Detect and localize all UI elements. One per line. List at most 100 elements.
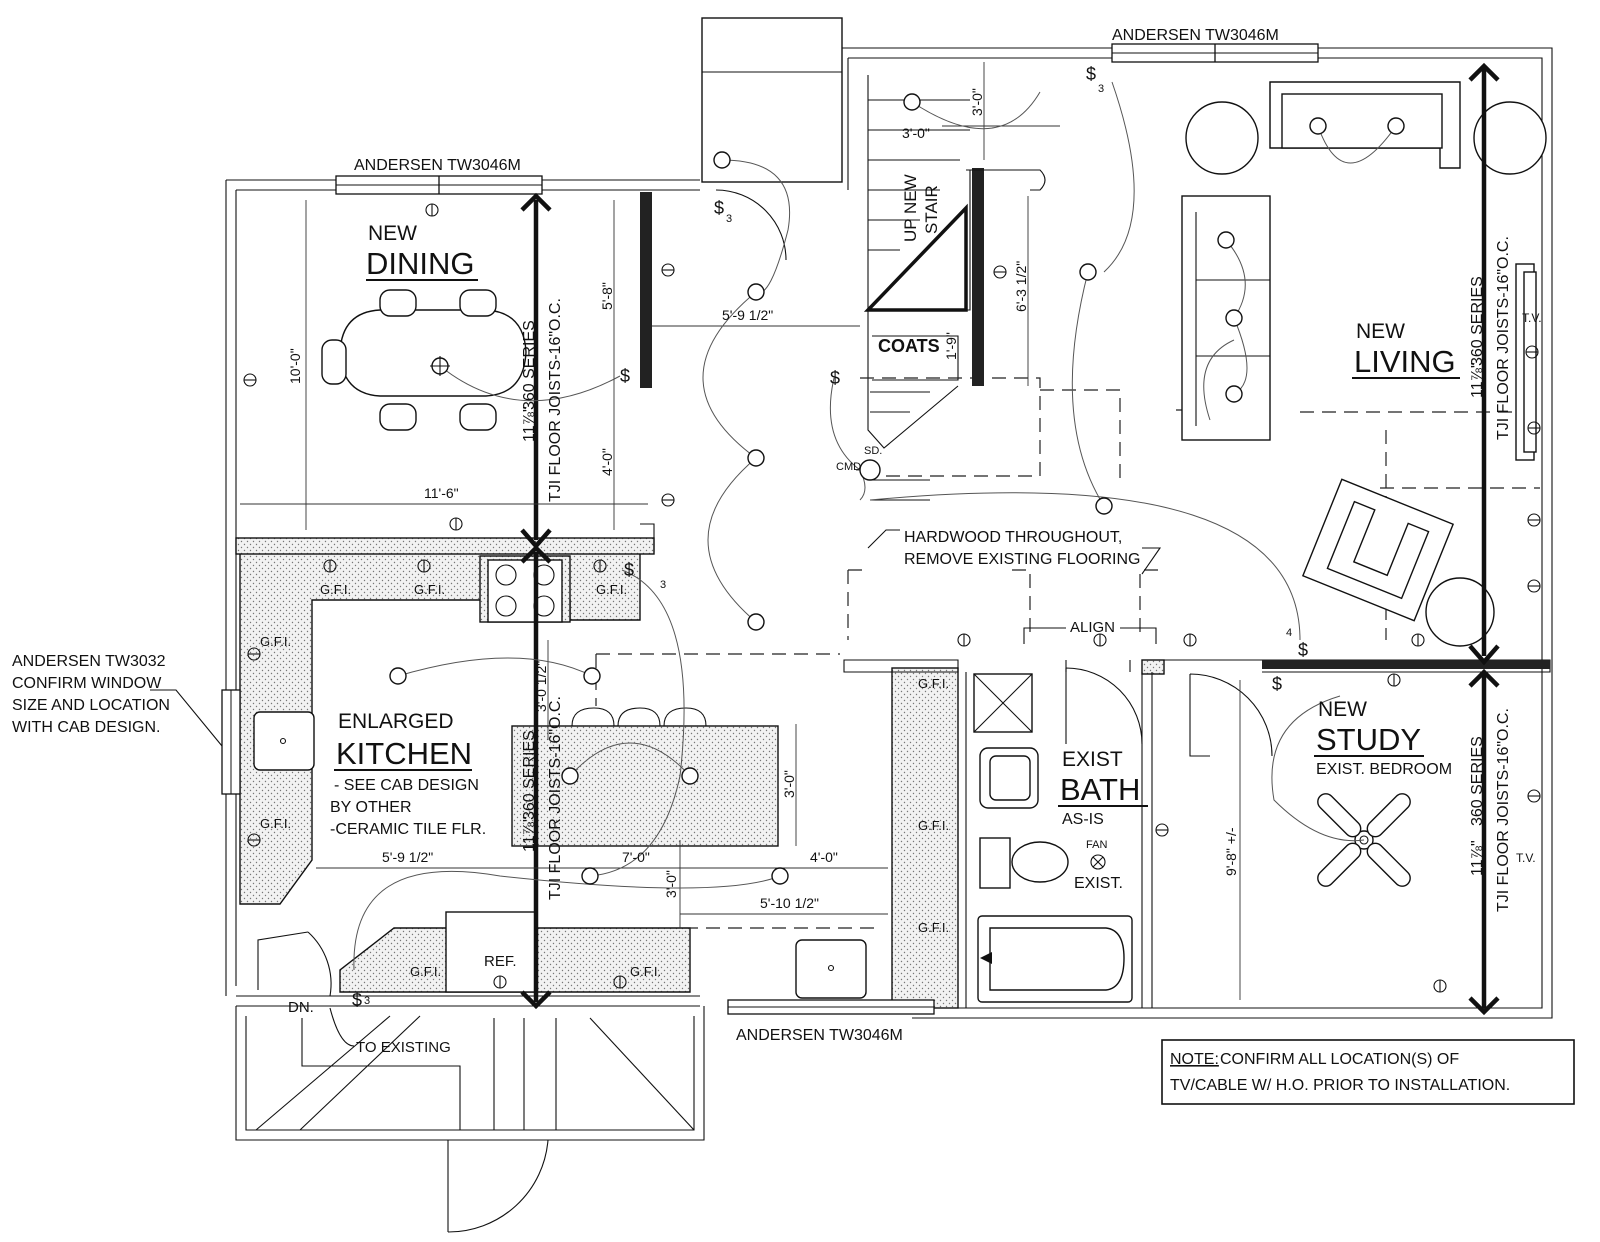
installation-note: NOTE: CONFIRM ALL LOCATION(S) OF TV/CABL… [1161, 1039, 1575, 1105]
cmd-label: CMD [836, 461, 861, 473]
ref-label: REF. [484, 953, 517, 970]
stair-label-line2: STAIR [922, 185, 941, 234]
to-existing-label: TO EXISTING [356, 1039, 451, 1056]
joist-study-spec: TJI FLOOR JOISTS-16"O.C. [1495, 708, 1512, 912]
switch-symbol-7: $ [1272, 674, 1282, 694]
joist-study-series: 360 SERIES [1469, 736, 1486, 826]
dim-3-0-island: 3'-0" [781, 770, 797, 798]
switch-symbol-4: $ [830, 368, 840, 388]
note-head: NOTE: [1170, 1051, 1219, 1068]
window-label-kitchen-south: ANDERSEN TW3046M [736, 1027, 903, 1044]
window-label-dining: ANDERSEN TW3046M [354, 157, 521, 174]
switch-symbol-2: $ [1086, 64, 1096, 84]
dim-3-0-kitchen-v: 3'-0" [663, 870, 679, 898]
dim-5-8: 5'-8" [599, 282, 615, 310]
joist-living-size: 11⅞" [1469, 362, 1486, 398]
gfi-label-6: G.F.I. [410, 964, 441, 979]
align-label: ALIGN [1070, 619, 1115, 636]
electrical-symbols [243, 93, 1541, 993]
gfi-label-7: G.F.I. [630, 964, 661, 979]
dining-label-line1: NEW [368, 222, 417, 245]
dining-label-line2: DINING [366, 246, 475, 281]
sd-label: SD. [864, 445, 882, 457]
study-label-line2: STUDY [1316, 722, 1421, 757]
joist-kitchen-series: 360 SERIES [521, 730, 538, 820]
dim-3-0-half-kitchen: 3'-0 1/2" [533, 661, 549, 712]
gfi-label-1: G.F.I. [320, 582, 351, 597]
switch-subscript-1: 3 [726, 213, 732, 225]
window-label-kitchen-west-4: WITH CAB DESIGN. [12, 719, 160, 736]
bath-fan-label: FAN [1086, 839, 1107, 851]
gfi-label-2: G.F.I. [414, 582, 445, 597]
dim-dining-width: 11'-6" [424, 485, 459, 501]
bath-fan-note: EXIST. [1074, 875, 1123, 892]
switch-subscript-2: 3 [1098, 83, 1104, 95]
window-label-kitchen-west-2: CONFIRM WINDOW [12, 675, 162, 692]
switch-symbol-3: $ [620, 366, 630, 386]
coats-label: COATS [878, 336, 940, 356]
kitchen-island [511, 725, 779, 847]
dining-furniture [321, 289, 527, 431]
switch-symbol-5: $ [624, 560, 634, 580]
kitchen-note-3: -CERAMIC TILE FLR. [330, 821, 486, 838]
joist-labels: 360 SERIES 11⅞" TJI FLOOR JOISTS-16"O.C.… [521, 236, 1512, 912]
gfi-label-8: G.F.I. [918, 676, 949, 691]
ceiling-fan [1317, 793, 1411, 887]
hardwood-note-1: HARDWOOD THROUGHOUT, [904, 529, 1122, 546]
joist-dining-series: 360 SERIES [521, 320, 538, 410]
window-label-kitchen-west-3: SIZE AND LOCATION [12, 697, 170, 714]
window-label-kitchen-west-1: ANDERSEN TW3032 [12, 653, 166, 670]
kitchen-label-line2: KITCHEN [336, 736, 472, 771]
switch-subscript-8: 3 [364, 995, 370, 1007]
dim-1-9: 1'-9" [943, 332, 959, 360]
kitchen-note-1: - SEE CAB DESIGN [334, 777, 479, 794]
living-label-line1: NEW [1356, 320, 1405, 343]
room-labels: NEW DINING ENLARGED KITCHEN - SEE CAB DE… [330, 222, 1460, 892]
kitchen-label-line1: ENLARGED [338, 710, 454, 733]
joist-dining-size: 11⅞" [521, 406, 538, 442]
study-note: EXIST. BEDROOM [1316, 761, 1452, 778]
dim-9-8: 9'-8" +/- [1223, 827, 1239, 876]
window-label-living: ANDERSEN TW3046M [1112, 27, 1279, 44]
switch-symbol-1: $ [714, 198, 724, 218]
bath-note: AS-IS [1062, 811, 1104, 828]
gfi-label-5: G.F.I. [260, 816, 291, 831]
hardwood-note-2: REMOVE EXISTING FLOORING [904, 551, 1140, 568]
note-body-2: TV/CABLE W/ H.O. PRIOR TO INSTALLATION. [1170, 1077, 1510, 1094]
interior-walls [235, 168, 1551, 1008]
joist-kitchen-spec: TJI FLOOR JOISTS-16"O.C. [547, 696, 564, 900]
misc-labels: G.F.I. G.F.I. G.F.I. G.F.I. G.F.I. G.F.I… [260, 64, 1542, 1056]
dimension-labels: 11'-6" 10'-0" 5'-8" 4'-0" 5'-9 1/2" 3'-0… [287, 88, 1239, 911]
dim-4-0-hall: 4'-0" [599, 448, 615, 476]
joist-study-size: 11⅞" [1469, 840, 1486, 876]
bath-fixtures [973, 673, 1133, 1003]
gfi-label-4: G.F.I. [260, 634, 291, 649]
dim-3-0-stair-a: 3'-0" [902, 125, 930, 141]
bath-label-line2: BATH [1060, 772, 1140, 807]
dim-6-3-half: 6'-3 1/2" [1013, 261, 1029, 312]
basement-stair [255, 931, 695, 1233]
tv-label-study: T.V. [1516, 851, 1536, 865]
joist-living-series: 360 SERIES [1469, 276, 1486, 366]
chimney [701, 17, 843, 183]
dim-5-9-half-hall: 5'-9 1/2" [722, 307, 773, 323]
dn-label: DN. [288, 999, 314, 1016]
refrigerator [445, 911, 537, 993]
joist-arrows [520, 62, 1500, 1016]
note-body-1: CONFIRM ALL LOCATION(S) OF [1220, 1051, 1459, 1068]
switch-subscript-6: 4 [1286, 627, 1292, 639]
joist-living-spec: TJI FLOOR JOISTS-16"O.C. [1495, 236, 1512, 440]
window-labels: ANDERSEN TW3046M ANDERSEN TW3046M ANDERS… [12, 27, 1279, 1044]
dim-dining-depth: 10'-0" [287, 348, 303, 384]
dim-5-10-half: 5'-10 1/2" [760, 895, 819, 911]
dim-5-9-half-kitchen: 5'-9 1/2" [382, 849, 433, 865]
doors [715, 189, 1273, 757]
stair: UP NEW STAIR COATS [863, 75, 1046, 501]
dim-4-0-kitchen: 4'-0" [810, 849, 838, 865]
gfi-label-10: G.F.I. [918, 920, 949, 935]
kitchen-note-2: BY OTHER [330, 799, 412, 816]
kitchen-counters [239, 551, 959, 1009]
study-label-line1: NEW [1318, 698, 1367, 721]
kitchen-sink [253, 711, 315, 771]
